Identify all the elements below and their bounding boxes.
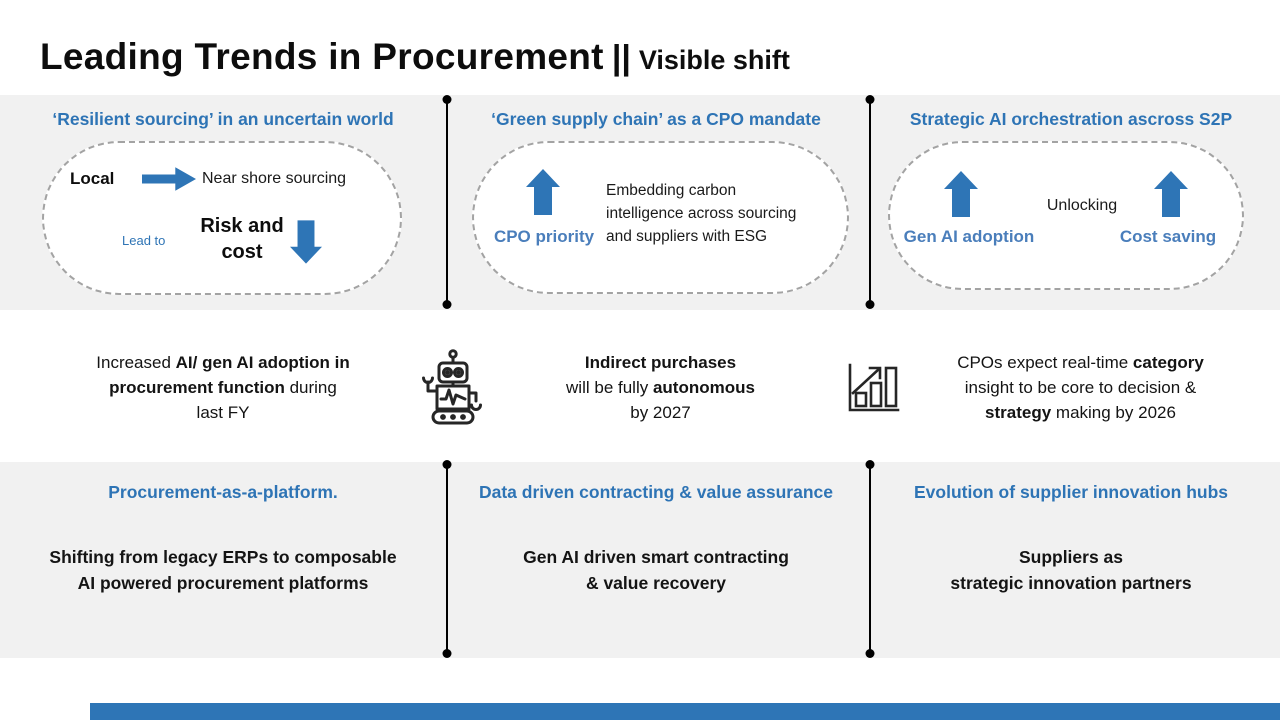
ai-orchestration-oval: Gen AI adoption Unlocking Cost saving xyxy=(888,141,1244,290)
stat-text: making by 2026 xyxy=(1051,403,1176,422)
heading-data-driven-contracting: Data driven contracting & value assuranc… xyxy=(478,482,834,502)
stat-category-insight: CPOs expect real-time category insight t… xyxy=(928,350,1233,425)
up-arrow-icon xyxy=(526,169,560,215)
down-arrow-icon xyxy=(290,219,322,265)
stat-indirect-purchases: Indirect purchases will be fully autonom… xyxy=(518,350,803,425)
near-shore-label: Near shore sourcing xyxy=(202,170,347,187)
stat-line: procurement function during xyxy=(58,375,388,400)
gen-ai-adoption-label: Gen AI adoption xyxy=(903,227,1035,246)
stat-text: CPOs expect real-time xyxy=(957,353,1133,372)
stat-text-bold: procurement function xyxy=(109,378,285,397)
stat-line: Indirect purchases xyxy=(584,353,737,372)
body-line: AI powered procurement platforms xyxy=(77,573,369,593)
divider-dot xyxy=(865,460,875,469)
up-arrow-icon xyxy=(1154,171,1188,217)
stat-line: Increased AI/ gen AI adoption in xyxy=(58,350,388,375)
divider-dot xyxy=(442,460,452,469)
robot-icon xyxy=(419,349,483,425)
green-supply-chain-oval: CPO priority Embedding carbon intelligen… xyxy=(472,141,849,294)
up-arrow-icon xyxy=(944,171,978,217)
right-arrow-icon xyxy=(142,165,196,193)
cpo-priority-label: CPO priority xyxy=(493,227,595,246)
body-line: & value recovery xyxy=(585,573,727,593)
stat-line: strategy making by 2026 xyxy=(928,400,1233,425)
divider-dot xyxy=(865,95,875,104)
stat-text-bold: strategy xyxy=(985,403,1052,422)
risk-and-cost-label: Risk and cost xyxy=(182,213,302,265)
heading-resilient-sourcing: ‘Resilient sourcing’ in an uncertain wor… xyxy=(52,109,394,129)
bottom-accent-bar xyxy=(90,703,1280,720)
stat-line: insight to be core to decision & xyxy=(964,378,1197,397)
local-label: Local xyxy=(70,169,115,188)
risk-line2: cost xyxy=(221,241,263,263)
bar-chart-growth-icon xyxy=(847,360,901,414)
resilient-sourcing-oval: Local Near shore sourcing Lead to Risk a… xyxy=(42,141,402,295)
bottom-trends-band: Procurement-as-a-platform. Data driven c… xyxy=(0,460,1280,658)
body-line: intelligence across sourcing xyxy=(606,205,797,222)
divider-dot xyxy=(865,649,875,658)
stat-text: will be fully xyxy=(566,378,653,397)
divider-dot xyxy=(865,300,875,309)
top-trends-band: ‘Resilient sourcing’ in an uncertain wor… xyxy=(0,95,1280,310)
stat-text-bold: autonomous xyxy=(652,378,755,397)
heading-supplier-innovation-hubs: Evolution of supplier innovation hubs xyxy=(913,482,1229,502)
stat-ai-adoption: Increased AI/ gen AI adoption in procure… xyxy=(58,350,388,425)
body-data-driven-contracting: Gen AI driven smart contracting & value … xyxy=(458,544,854,596)
title-separator: || xyxy=(611,39,631,77)
unlocking-label: Unlocking xyxy=(1046,197,1118,214)
risk-line1: Risk and xyxy=(200,215,284,237)
stat-line: will be fully autonomous xyxy=(518,375,803,400)
stat-text: during xyxy=(284,378,337,397)
page-title: Leading Trends in Procurement||Visible s… xyxy=(40,36,790,78)
vertical-divider xyxy=(442,95,452,309)
body-line: Suppliers as xyxy=(1018,547,1124,567)
title-main: Leading Trends in Procurement xyxy=(40,36,604,77)
body-line: Shifting from legacy ERPs to composable xyxy=(49,547,397,567)
body-line: Embedding carbon xyxy=(606,182,737,199)
title-subtitle: Visible shift xyxy=(638,45,790,75)
divider-dot xyxy=(442,95,452,104)
body-line: and suppliers with ESG xyxy=(606,228,768,245)
stat-line: by 2027 xyxy=(630,403,691,422)
body-procurement-platform: Shifting from legacy ERPs to composable … xyxy=(18,544,428,596)
stat-line: CPOs expect real-time category xyxy=(928,350,1233,375)
heading-green-supply-chain: ‘Green supply chain’ as a CPO mandate xyxy=(491,109,821,129)
heading-ai-orchestration: Strategic AI orchestration ascross S2P xyxy=(909,109,1233,129)
vertical-divider xyxy=(865,95,875,309)
vertical-divider xyxy=(865,460,875,658)
divider-dot xyxy=(442,649,452,658)
lead-to-label: Lead to xyxy=(122,233,166,248)
green-supply-chain-body: Embedding carbon intelligence across sou… xyxy=(606,179,826,248)
stat-text: Increased xyxy=(96,353,176,372)
heading-procurement-platform: Procurement-as-a-platform. xyxy=(108,482,338,502)
stat-text-bold: category xyxy=(1132,353,1204,372)
divider-dot xyxy=(442,300,452,309)
stat-line: last FY xyxy=(196,403,250,422)
body-supplier-innovation: Suppliers as strategic innovation partne… xyxy=(882,544,1260,596)
vertical-divider xyxy=(442,460,452,658)
body-line: Gen AI driven smart contracting xyxy=(523,547,789,567)
body-line: strategic innovation partners xyxy=(950,573,1192,593)
cost-saving-label: Cost saving xyxy=(1119,227,1217,246)
stat-text-bold: AI/ gen AI adoption in xyxy=(175,353,350,372)
